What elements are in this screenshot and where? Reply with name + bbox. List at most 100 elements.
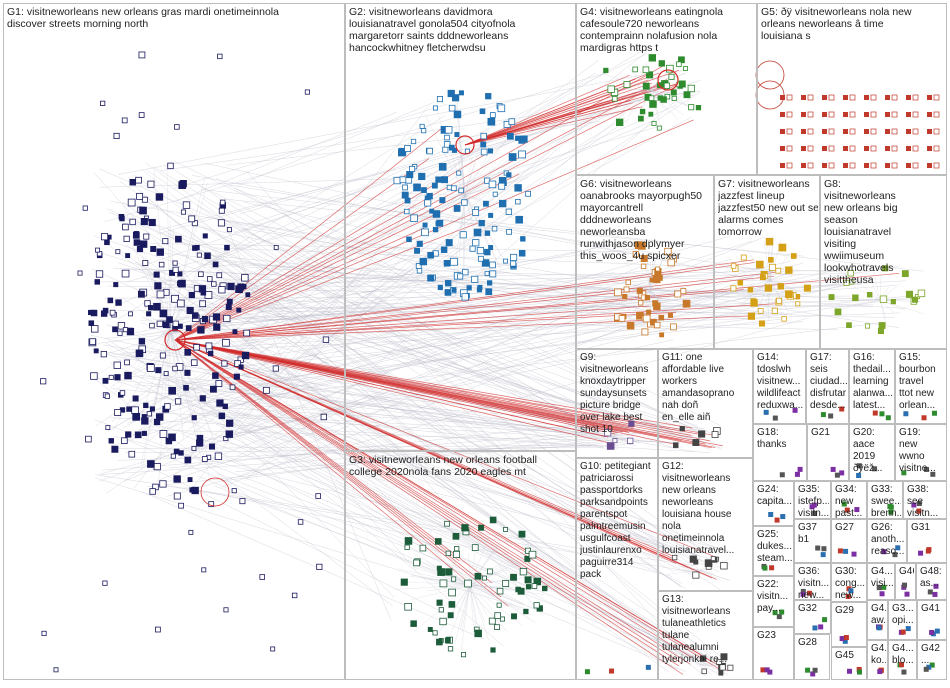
node-marker: [173, 492, 181, 500]
node-marker: [642, 82, 650, 90]
node-marker: [270, 646, 276, 652]
node-marker: [803, 284, 811, 292]
node-marker: [400, 578, 408, 586]
node-marker: [447, 646, 454, 652]
node-marker: [639, 108, 646, 115]
edge-line: [469, 553, 536, 586]
node-marker: [866, 291, 873, 298]
node-marker: [419, 257, 428, 266]
node-marker: [927, 112, 932, 117]
group-label-g22: G22: visitn... pay...: [757, 579, 789, 614]
node-marker: [496, 602, 502, 608]
group-label-g28: G28: [798, 637, 817, 648]
node-marker: [108, 438, 114, 444]
group-label-g1: G1: visitneworleans new orleans gras mar…: [7, 6, 279, 30]
edge-line: [234, 239, 629, 334]
node-marker: [209, 443, 216, 450]
node-marker: [815, 545, 821, 551]
node-marker: [904, 591, 910, 597]
group-panel-g3: [345, 451, 576, 680]
node-marker: [166, 316, 173, 323]
node-marker: [213, 323, 221, 331]
node-marker: [114, 409, 122, 416]
node-marker: [498, 199, 507, 208]
node-circle: [455, 135, 475, 155]
edge-line: [649, 289, 672, 319]
node-marker: [121, 117, 128, 124]
edge-line: [174, 311, 677, 341]
node-marker: [426, 147, 433, 155]
group-panel-g27: [831, 519, 867, 563]
node-marker: [747, 287, 754, 293]
edge-line: [193, 298, 898, 394]
node-marker: [718, 670, 724, 676]
edge-line: [469, 584, 488, 616]
group-panel-g47: [888, 640, 917, 680]
node-marker: [107, 297, 114, 304]
node-marker: [204, 252, 211, 260]
node-marker: [730, 263, 737, 269]
node-marker: [454, 546, 460, 552]
node-marker: [800, 588, 806, 594]
node-marker: [885, 146, 890, 151]
node-marker: [792, 407, 798, 413]
node-marker: [499, 616, 505, 622]
edge-line: [446, 584, 471, 644]
node-marker: [217, 219, 226, 227]
edge-line: [460, 584, 471, 629]
node-marker: [241, 351, 250, 360]
node-marker: [663, 82, 671, 89]
group-panel-g7: [714, 175, 820, 349]
edge-line: [240, 168, 396, 214]
node-marker: [226, 227, 232, 233]
node-marker: [223, 314, 231, 323]
node-marker: [484, 230, 491, 236]
node-marker: [451, 287, 457, 293]
edge-line: [614, 423, 629, 436]
node-marker: [215, 380, 223, 387]
node-marker: [177, 271, 183, 277]
node-marker: [413, 183, 421, 192]
node-marker: [885, 112, 890, 117]
node-marker: [214, 452, 223, 460]
edge-line: [879, 299, 886, 319]
node-marker: [912, 128, 919, 135]
node-marker: [807, 111, 814, 118]
node-marker: [666, 64, 674, 73]
node-marker: [113, 282, 119, 288]
edge-line: [223, 307, 679, 557]
node-marker: [849, 128, 856, 135]
edge-line: [235, 75, 670, 436]
group-label-g12: G12: visitneworleans new orleans neworle…: [662, 461, 735, 556]
edge-line: [648, 275, 651, 291]
node-marker: [168, 386, 177, 395]
edge-line: [633, 283, 651, 291]
node-marker: [879, 591, 885, 597]
edge-line: [201, 197, 707, 554]
edge-line: [769, 279, 776, 292]
group-label-g48: G48: as...: [920, 566, 942, 589]
edge-line: [95, 204, 417, 427]
node-marker: [199, 395, 206, 402]
node-marker: [812, 625, 818, 631]
node-marker: [927, 129, 932, 134]
edge-line: [621, 258, 651, 291]
edge-line: [464, 144, 520, 196]
edge-line: [469, 522, 481, 586]
edge-line: [169, 329, 235, 386]
edge-line: [609, 434, 616, 442]
node-marker: [533, 602, 540, 609]
node-marker: [933, 162, 940, 169]
node-marker: [683, 91, 691, 99]
edge-line: [119, 347, 536, 624]
node-marker: [517, 587, 525, 595]
node-marker: [864, 129, 869, 134]
node-marker: [406, 236, 412, 243]
node-marker: [506, 228, 512, 235]
node-marker: [209, 385, 217, 393]
node-marker: [138, 338, 146, 345]
node-marker: [921, 415, 927, 421]
node-marker: [184, 456, 192, 464]
node-marker: [769, 565, 775, 571]
edge-line: [450, 194, 466, 295]
